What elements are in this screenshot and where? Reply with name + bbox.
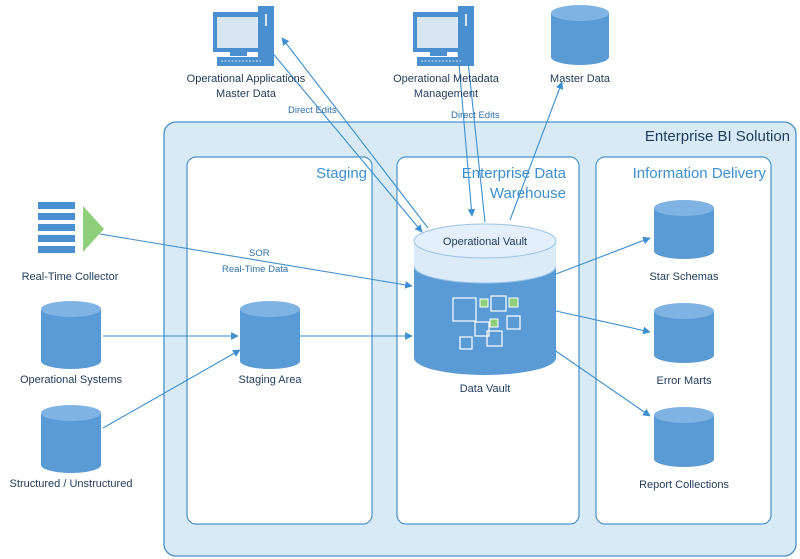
operational-vault-label: Operational Vault <box>443 236 527 248</box>
report-collections-label: Report Collections <box>639 479 729 491</box>
staging-area-label: Staging Area <box>239 374 303 386</box>
edw-panel-title-line2: Warehouse <box>490 185 566 202</box>
realtime-collector-icon <box>38 202 104 253</box>
star-schemas-label: Star Schemas <box>649 271 719 283</box>
error-marts-label: Error Marts <box>657 375 713 387</box>
database-icon-report-collections <box>654 407 714 467</box>
data-vault-label: Data Vault <box>460 383 511 395</box>
metadata-label-line1: Operational Metadata <box>393 73 500 85</box>
arrow-realtime-to-vault <box>99 233 413 289</box>
realtime-collector-label: Real-Time Collector <box>22 271 119 283</box>
database-icon-master-data <box>551 5 609 65</box>
structured-unstructured-label: Structured / Unstructured <box>10 478 133 490</box>
database-icon-structured <box>41 405 101 473</box>
database-icon-operational-systems <box>41 301 101 369</box>
apps-label-line1: Operational Applications <box>187 73 306 85</box>
info-delivery-panel-title: Information Delivery <box>633 165 767 182</box>
arrow-vault-to-star <box>555 236 651 275</box>
direct-edits-label-1: Direct Edits <box>288 105 337 116</box>
arrow-structured-to-staging <box>102 349 241 429</box>
arrow-apps-to-vault-2 <box>269 49 423 233</box>
master-data-label: Master Data <box>550 73 611 85</box>
arrow-vault-to-apps-1 <box>281 37 429 229</box>
metadata-label-line2: Management <box>414 88 478 100</box>
database-icon-error-marts <box>654 303 714 363</box>
arrow-vault-to-report <box>549 346 651 417</box>
sor-label: SOR <box>249 248 270 259</box>
database-icon-star-schemas <box>654 200 714 259</box>
database-icon-staging-area <box>240 301 300 369</box>
arrow-vault-to-error <box>555 310 651 335</box>
computer-icon-apps <box>213 6 274 66</box>
computer-icon-metadata <box>413 6 474 66</box>
operational-systems-label: Operational Systems <box>20 374 123 386</box>
realtime-data-label: Real-Time Data <box>222 264 289 275</box>
apps-label-line2: Master Data <box>216 88 277 100</box>
database-icon-data-vault <box>413 223 557 375</box>
connectors <box>99 37 651 429</box>
arrow-vault-to-master-data <box>509 81 564 221</box>
enterprise-bi-title: Enterprise BI Solution <box>645 128 790 145</box>
direct-edits-label-2: Direct Edits <box>451 110 500 121</box>
edw-panel-title-line1: Enterprise Data <box>462 165 567 182</box>
staging-panel-title: Staging <box>316 165 367 182</box>
arrow-vault-to-metadata <box>462 41 486 223</box>
arrow-metadata-to-vault <box>457 51 476 217</box>
